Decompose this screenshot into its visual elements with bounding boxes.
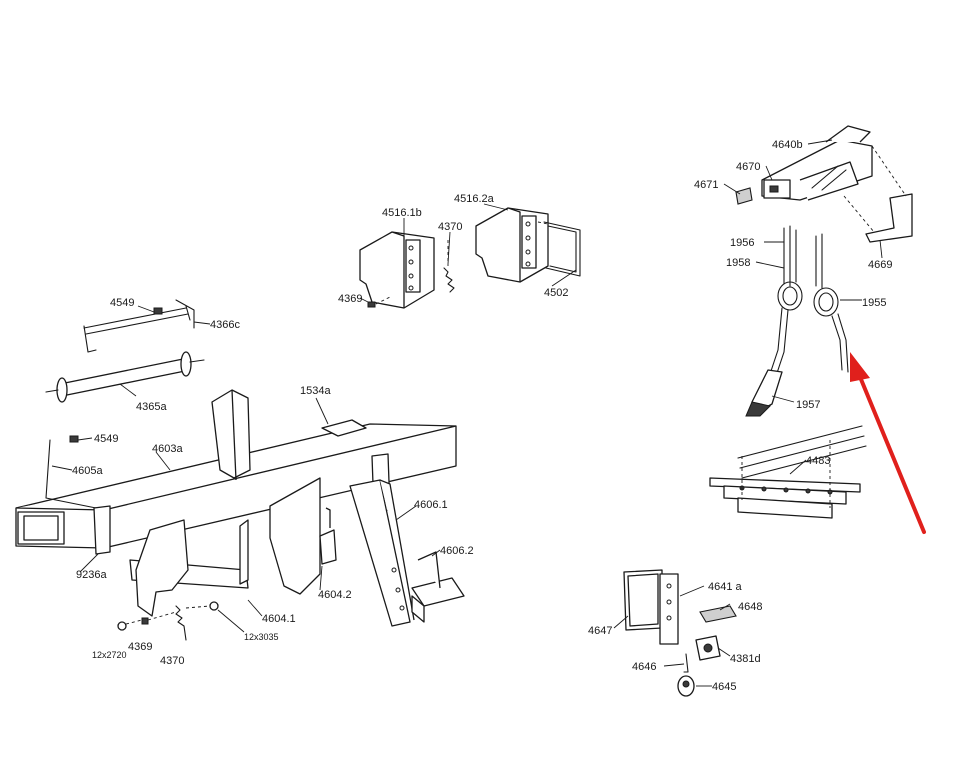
bracket-4606-2 — [411, 551, 465, 623]
label-4516-2a: 4516.2a — [454, 193, 495, 205]
label-4369-bot: 4369 — [128, 641, 152, 653]
bar-assembly-4483 — [709, 425, 867, 519]
label-4369-top: 4369 — [338, 293, 362, 305]
shaft-4365a — [45, 351, 205, 403]
spring-4370-top — [443, 240, 455, 293]
hardware-bottom — [117, 601, 219, 641]
label-4670: 4670 — [736, 161, 760, 173]
label-12x2720: 12x2720 — [92, 650, 127, 660]
leader-lines — [51, 139, 883, 687]
pad-4648 — [699, 605, 737, 623]
label-4603a: 4603a — [152, 443, 183, 455]
red-arrow — [850, 352, 926, 534]
clamp-9236a — [93, 505, 111, 555]
label-4669: 4669 — [868, 259, 892, 271]
clamp-4640b — [761, 125, 873, 201]
label-1956: 1956 — [730, 237, 754, 249]
rod-4366c — [83, 299, 195, 353]
label-4640b: 4640b — [772, 139, 803, 151]
label-4646: 4646 — [632, 661, 656, 673]
block-4671 — [735, 187, 753, 205]
label-4606-1: 4606.1 — [414, 499, 448, 511]
label-12x3035: 12x3035 — [244, 632, 279, 642]
label-4549-b: 4549 — [94, 433, 118, 445]
rod-4605a — [45, 439, 97, 509]
label-4604-2: 4604.2 — [318, 589, 352, 601]
bracket-4516-2a — [475, 207, 549, 283]
label-4606-2: 4606.2 — [440, 545, 474, 557]
arm-4604-1 — [129, 389, 251, 617]
label-4641a: 4641 a — [708, 581, 743, 593]
nut-4549-top — [153, 307, 163, 315]
label-4671: 4671 — [694, 179, 718, 191]
label-4604-1: 4604.1 — [262, 613, 296, 625]
label-9236a: 9236a — [76, 569, 107, 581]
bracket-4604-2 — [269, 477, 337, 595]
label-4370-top: 4370 — [438, 221, 462, 233]
label-4483: 4483 — [806, 455, 830, 467]
label-1955: 1955 — [862, 297, 886, 309]
pin-4646 — [683, 653, 689, 673]
label-4366c: 4366c — [210, 319, 240, 331]
block-4381d — [695, 635, 721, 661]
bracket-4606-1 — [349, 479, 415, 627]
label-1958: 1958 — [726, 257, 750, 269]
bracket-4669 — [843, 145, 913, 243]
u-bolt-4502 — [537, 221, 581, 277]
tine-1956-1958 — [769, 225, 803, 377]
label-4502: 4502 — [544, 287, 568, 299]
part-labels: 4516.1b 4516.2a 4370 4369 4502 4640b 467… — [72, 139, 892, 693]
label-4647: 4647 — [588, 625, 612, 637]
pin-4369-top — [367, 295, 393, 308]
knob-4645 — [677, 675, 695, 697]
bracket-4641a-4647 — [623, 569, 679, 645]
label-4370-bot: 4370 — [160, 655, 184, 667]
label-4645: 4645 — [712, 681, 736, 693]
nut-4549-left — [69, 435, 79, 443]
tine-1955 — [813, 233, 849, 373]
label-4605a: 4605a — [72, 465, 103, 477]
shovel-1957 — [745, 369, 783, 417]
label-4549-a: 4549 — [110, 297, 134, 309]
label-1957: 1957 — [796, 399, 820, 411]
label-4648: 4648 — [738, 601, 762, 613]
label-4365a: 4365a — [136, 401, 167, 413]
label-4381d: 4381d — [730, 653, 761, 665]
bracket-4516-1b — [359, 231, 435, 309]
label-1534a: 1534a — [300, 385, 331, 397]
label-4516-1b: 4516.1b — [382, 207, 422, 219]
